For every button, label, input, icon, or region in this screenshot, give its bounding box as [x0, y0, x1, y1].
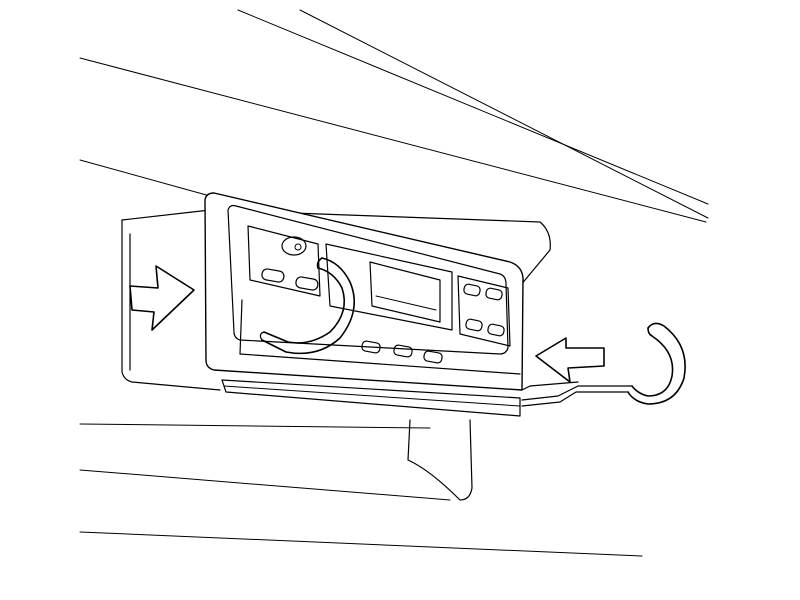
right-arrow-shape [535, 337, 605, 383]
housing-top-edge [121, 209, 551, 311]
right-hook-shaft-upper [521, 381, 579, 391]
trim-line-left-lower [79, 423, 431, 429]
trim-line-left-upper [79, 159, 211, 197]
housing-lower-bracket [407, 419, 473, 501]
control-unit [204, 192, 524, 417]
display-window-inner [369, 261, 441, 323]
unit-bottom-strip [221, 379, 521, 417]
left-hook-end [259, 331, 265, 341]
right-hook-outer [627, 322, 686, 405]
right-hook-tip [647, 327, 653, 337]
arrow-right-icon [129, 265, 195, 331]
left-button-2 [295, 276, 319, 291]
knob-center [294, 243, 302, 251]
mounting-housing [121, 209, 551, 501]
trim-line-upper [79, 57, 707, 223]
unit-left-recess [239, 299, 521, 375]
right-button-2 [485, 287, 503, 301]
left-hook-inner [263, 267, 346, 344]
dashboard-trim-lines [79, 9, 709, 557]
trim-line-lower [79, 469, 451, 501]
trim-line-top-1 [237, 9, 709, 205]
housing-left-face [121, 219, 221, 391]
unit-bottom-strip-line [223, 385, 521, 407]
right-hook-shaft-top [521, 391, 629, 407]
bottom-button-3 [423, 350, 443, 364]
display-line [375, 295, 437, 311]
trim-line-top-2 [299, 9, 709, 219]
left-hook-tip [316, 257, 323, 269]
removal-hook-icon [259, 257, 356, 355]
display-window-outer [325, 243, 453, 331]
knob-button [281, 236, 307, 256]
bottom-button-2 [393, 344, 413, 358]
left-arrow-shape [129, 265, 195, 331]
right-button-1 [463, 283, 481, 297]
removal-hook-icon [521, 322, 686, 407]
unit-front-body [204, 192, 524, 391]
trim-line-bottom [79, 531, 643, 557]
unit-face-panel [227, 204, 509, 355]
left-button-panel [247, 225, 321, 297]
left-hook-outer [261, 257, 356, 355]
left-button-1 [261, 268, 285, 283]
right-button-3 [465, 318, 483, 332]
right-button-panel [457, 275, 511, 347]
right-hook-shaft-bottom [521, 385, 633, 401]
right-button-4 [487, 323, 505, 337]
right-hook-inner [631, 335, 674, 397]
bottom-button-1 [361, 340, 381, 354]
arrow-left-icon [535, 337, 605, 383]
